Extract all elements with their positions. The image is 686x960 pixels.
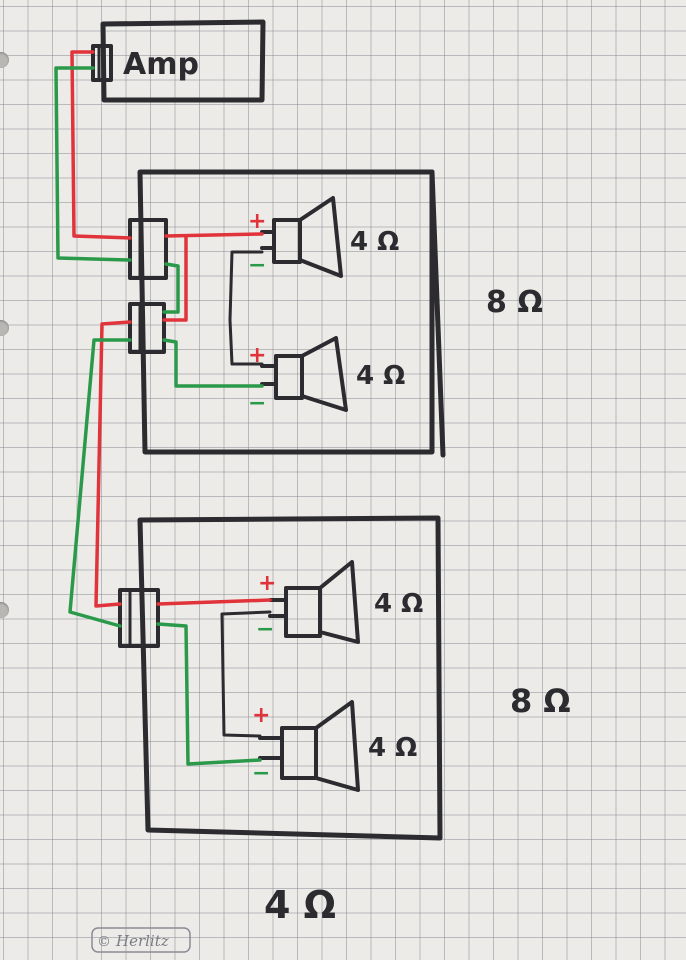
cabinet-1 <box>128 169 446 458</box>
speaker-2-2 <box>258 700 360 792</box>
plus-sign: + <box>258 571 276 596</box>
speaker-2-1 <box>268 560 360 644</box>
plus-sign: + <box>252 703 270 728</box>
minus-sign: − <box>252 761 270 786</box>
total-impedance-label: 4 Ω <box>264 883 336 927</box>
amplifier <box>91 19 266 103</box>
minus-sign: − <box>248 253 266 278</box>
punch-hole <box>0 602 9 618</box>
brand-name: Herlitz <box>115 932 169 950</box>
plus-sign: + <box>248 343 266 368</box>
cabinet-1-input-jack <box>128 218 168 280</box>
negative-wires <box>54 66 264 766</box>
punch-hole <box>0 320 9 336</box>
positive-wires <box>70 50 272 608</box>
cabinet-impedance-label: 8 Ω <box>510 682 571 720</box>
speaker-1-2 <box>260 336 348 412</box>
minus-sign: − <box>256 617 274 642</box>
speaker-impedance-label: 4 Ω <box>350 227 399 257</box>
cabinet-2 <box>118 515 443 841</box>
copyright-mark: © <box>97 934 111 950</box>
cabinet-impedance-label: 8 Ω <box>486 285 543 320</box>
amp-output-jack <box>91 44 113 82</box>
speaker-impedance-label: 4 Ω <box>356 361 405 391</box>
amp-label: Amp <box>123 47 199 82</box>
minus-sign: − <box>248 391 266 416</box>
punch-hole <box>0 52 9 68</box>
plus-sign: + <box>248 209 266 234</box>
speaker-1-1 <box>260 196 343 278</box>
speaker-impedance-label: 4 Ω <box>374 589 423 619</box>
cabinet-2-input-jack <box>118 588 160 648</box>
cabinet-1-link-jack <box>128 302 166 354</box>
speaker-impedance-label: 4 Ω <box>368 733 417 763</box>
herlitz-logo: © Herlitz <box>91 927 191 953</box>
